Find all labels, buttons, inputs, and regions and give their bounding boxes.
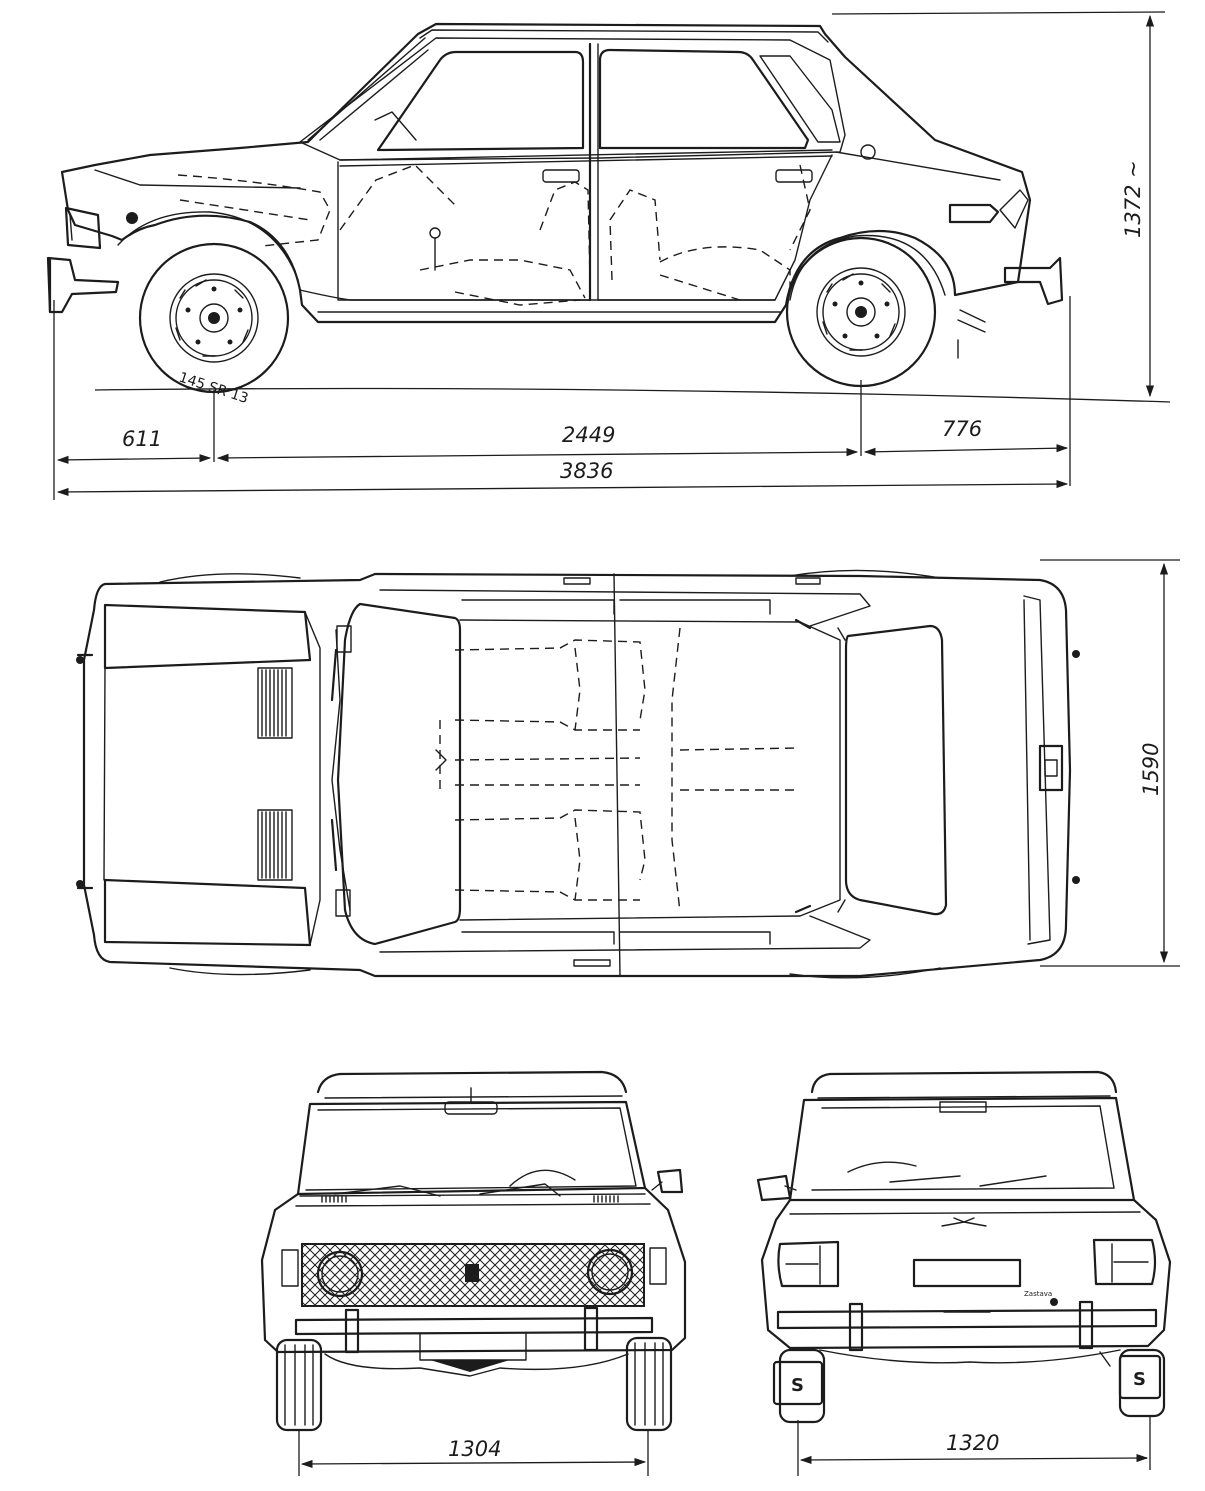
rear-wheel (785, 236, 937, 388)
front-track-dimension: 1304 (298, 1430, 649, 1476)
front-track-value: 1304 (448, 1437, 501, 1461)
trunk-script-badge: Zastava (1024, 1290, 1052, 1298)
length-dimensions: 611 2449 776 3836 (53, 296, 1071, 500)
side-body-outline (46, 22, 1064, 359)
rear-view: Zastava S S 1320 (756, 1070, 1172, 1476)
rear-overhang-value: 776 (942, 417, 982, 441)
rear-body-outline: Zastava (756, 1070, 1172, 1367)
front-left-tire (275, 1338, 323, 1432)
hood-vent-lower (257, 809, 293, 881)
rear-track-dimension: 1320 (797, 1416, 1151, 1476)
mudflap-left-letter: S (791, 1375, 804, 1396)
mudflap-right-letter: S (1133, 1369, 1146, 1390)
height-dimension: 1372 ~ (831, 11, 1166, 398)
wheelbase-value: 2449 (562, 423, 615, 447)
ground-line (94, 387, 1171, 403)
mudflap-right: S (1118, 1354, 1162, 1400)
rear-track-value: 1320 (946, 1431, 999, 1455)
height-value: 1372 ~ (1121, 160, 1145, 238)
top-view: 1590 (76, 559, 1180, 979)
overall-length-value: 3836 (560, 459, 613, 483)
front-view: 1304 (260, 1070, 687, 1476)
side-view: 145 SR 13 1372 ~ 611 2449 776 3836 (46, 11, 1171, 500)
width-dimension: 1590 (1040, 559, 1180, 967)
front-body-outline (260, 1070, 687, 1377)
front-overhang-value: 611 (122, 427, 162, 451)
hood-vent-upper (257, 667, 293, 739)
front-right-tire (625, 1336, 673, 1432)
mudflap-left: S (772, 1360, 824, 1406)
front-wheel (138, 242, 290, 394)
width-value: 1590 (1139, 743, 1163, 796)
top-body-outline (76, 569, 1080, 979)
rear-left-tire (778, 1348, 826, 1424)
